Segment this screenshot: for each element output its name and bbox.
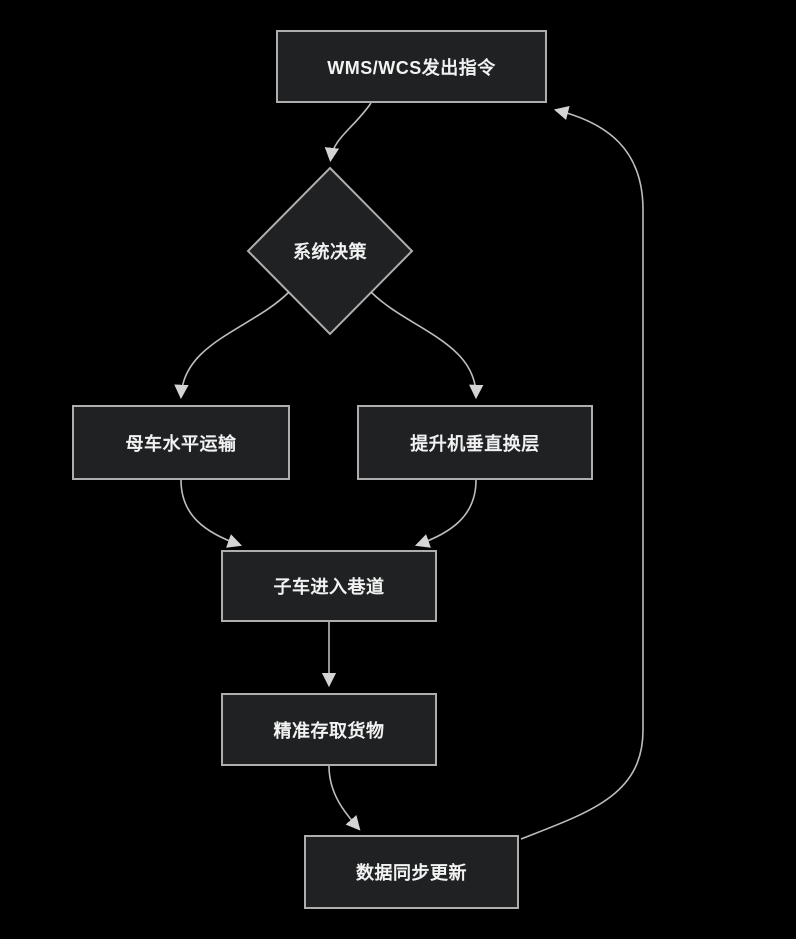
edge-mothercar-to-subcar [180, 479, 243, 548]
node-subcar-enter-aisle-label: 子车进入巷道 [273, 577, 385, 597]
node-data-sync-label: 数据同步更新 [356, 863, 467, 883]
node-precise-access-label: 精准存取货物 [273, 720, 385, 741]
edge-access-to-sync [328, 765, 361, 831]
edge-lifter-to-subcar [414, 479, 477, 548]
node-system-decision: 系统决策 [250, 230, 410, 272]
node-wms-command-label: WMS/WCS发出指令 [327, 57, 496, 78]
edge-wms-to-decision [324, 102, 372, 163]
edge-decision-to-mothercar [174, 291, 290, 400]
node-data-sync: 数据同步更新 [304, 835, 519, 909]
node-lifter-layer-change-label: 提升机垂直换层 [410, 433, 540, 454]
node-mothercar-transport: 母车水平运输 [72, 405, 290, 480]
node-mothercar-transport-label: 母车水平运输 [125, 433, 237, 454]
node-wms-command: WMS/WCS发出指令 [276, 30, 547, 103]
edge-sync-to-wms-feedback [520, 105, 644, 840]
edge-decision-to-lifter [370, 291, 484, 400]
node-lifter-layer-change: 提升机垂直换层 [357, 405, 593, 480]
node-precise-access: 精准存取货物 [221, 693, 437, 766]
node-system-decision-label: 系统决策 [293, 242, 367, 262]
node-subcar-enter-aisle: 子车进入巷道 [221, 550, 437, 622]
